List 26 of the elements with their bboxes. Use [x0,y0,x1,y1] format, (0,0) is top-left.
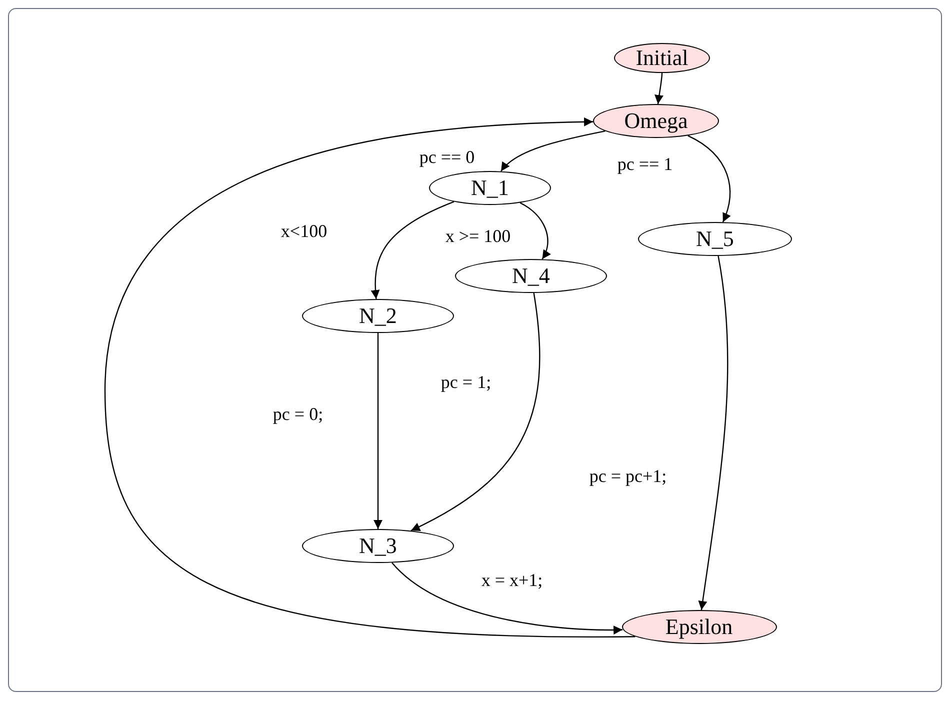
state-ellipse: N_5 [638,222,792,256]
edge-label: x >= 100 [444,227,512,245]
state-ellipse: Epsilon [622,610,776,644]
state-ellipse: Initial [614,43,710,73]
edge-label: pc == 0 [418,148,476,166]
arrow [698,256,728,610]
arrow [370,201,454,300]
arrow [410,292,540,532]
edge-label: pc = pc+1; [588,467,668,485]
state-ellipse: N_1 [429,171,551,205]
state-ellipse: N_3 [302,529,454,563]
state-ellipse: N_2 [302,299,454,333]
arrow [520,202,551,260]
arrow [374,333,382,529]
arrow [688,135,730,222]
edge-label: pc == 1 [616,155,674,173]
arrow [392,562,623,634]
edge-label: x = x+1; [480,571,544,589]
state-ellipse: Omega [593,104,719,138]
state-ellipse: N_4 [455,259,607,293]
arrow [654,72,664,104]
arrow [500,130,606,172]
arrow [104,117,636,638]
edge-label: pc = 1; [440,373,492,391]
edge-label: pc = 0; [272,405,324,423]
edge-label: x<100 [280,222,328,240]
